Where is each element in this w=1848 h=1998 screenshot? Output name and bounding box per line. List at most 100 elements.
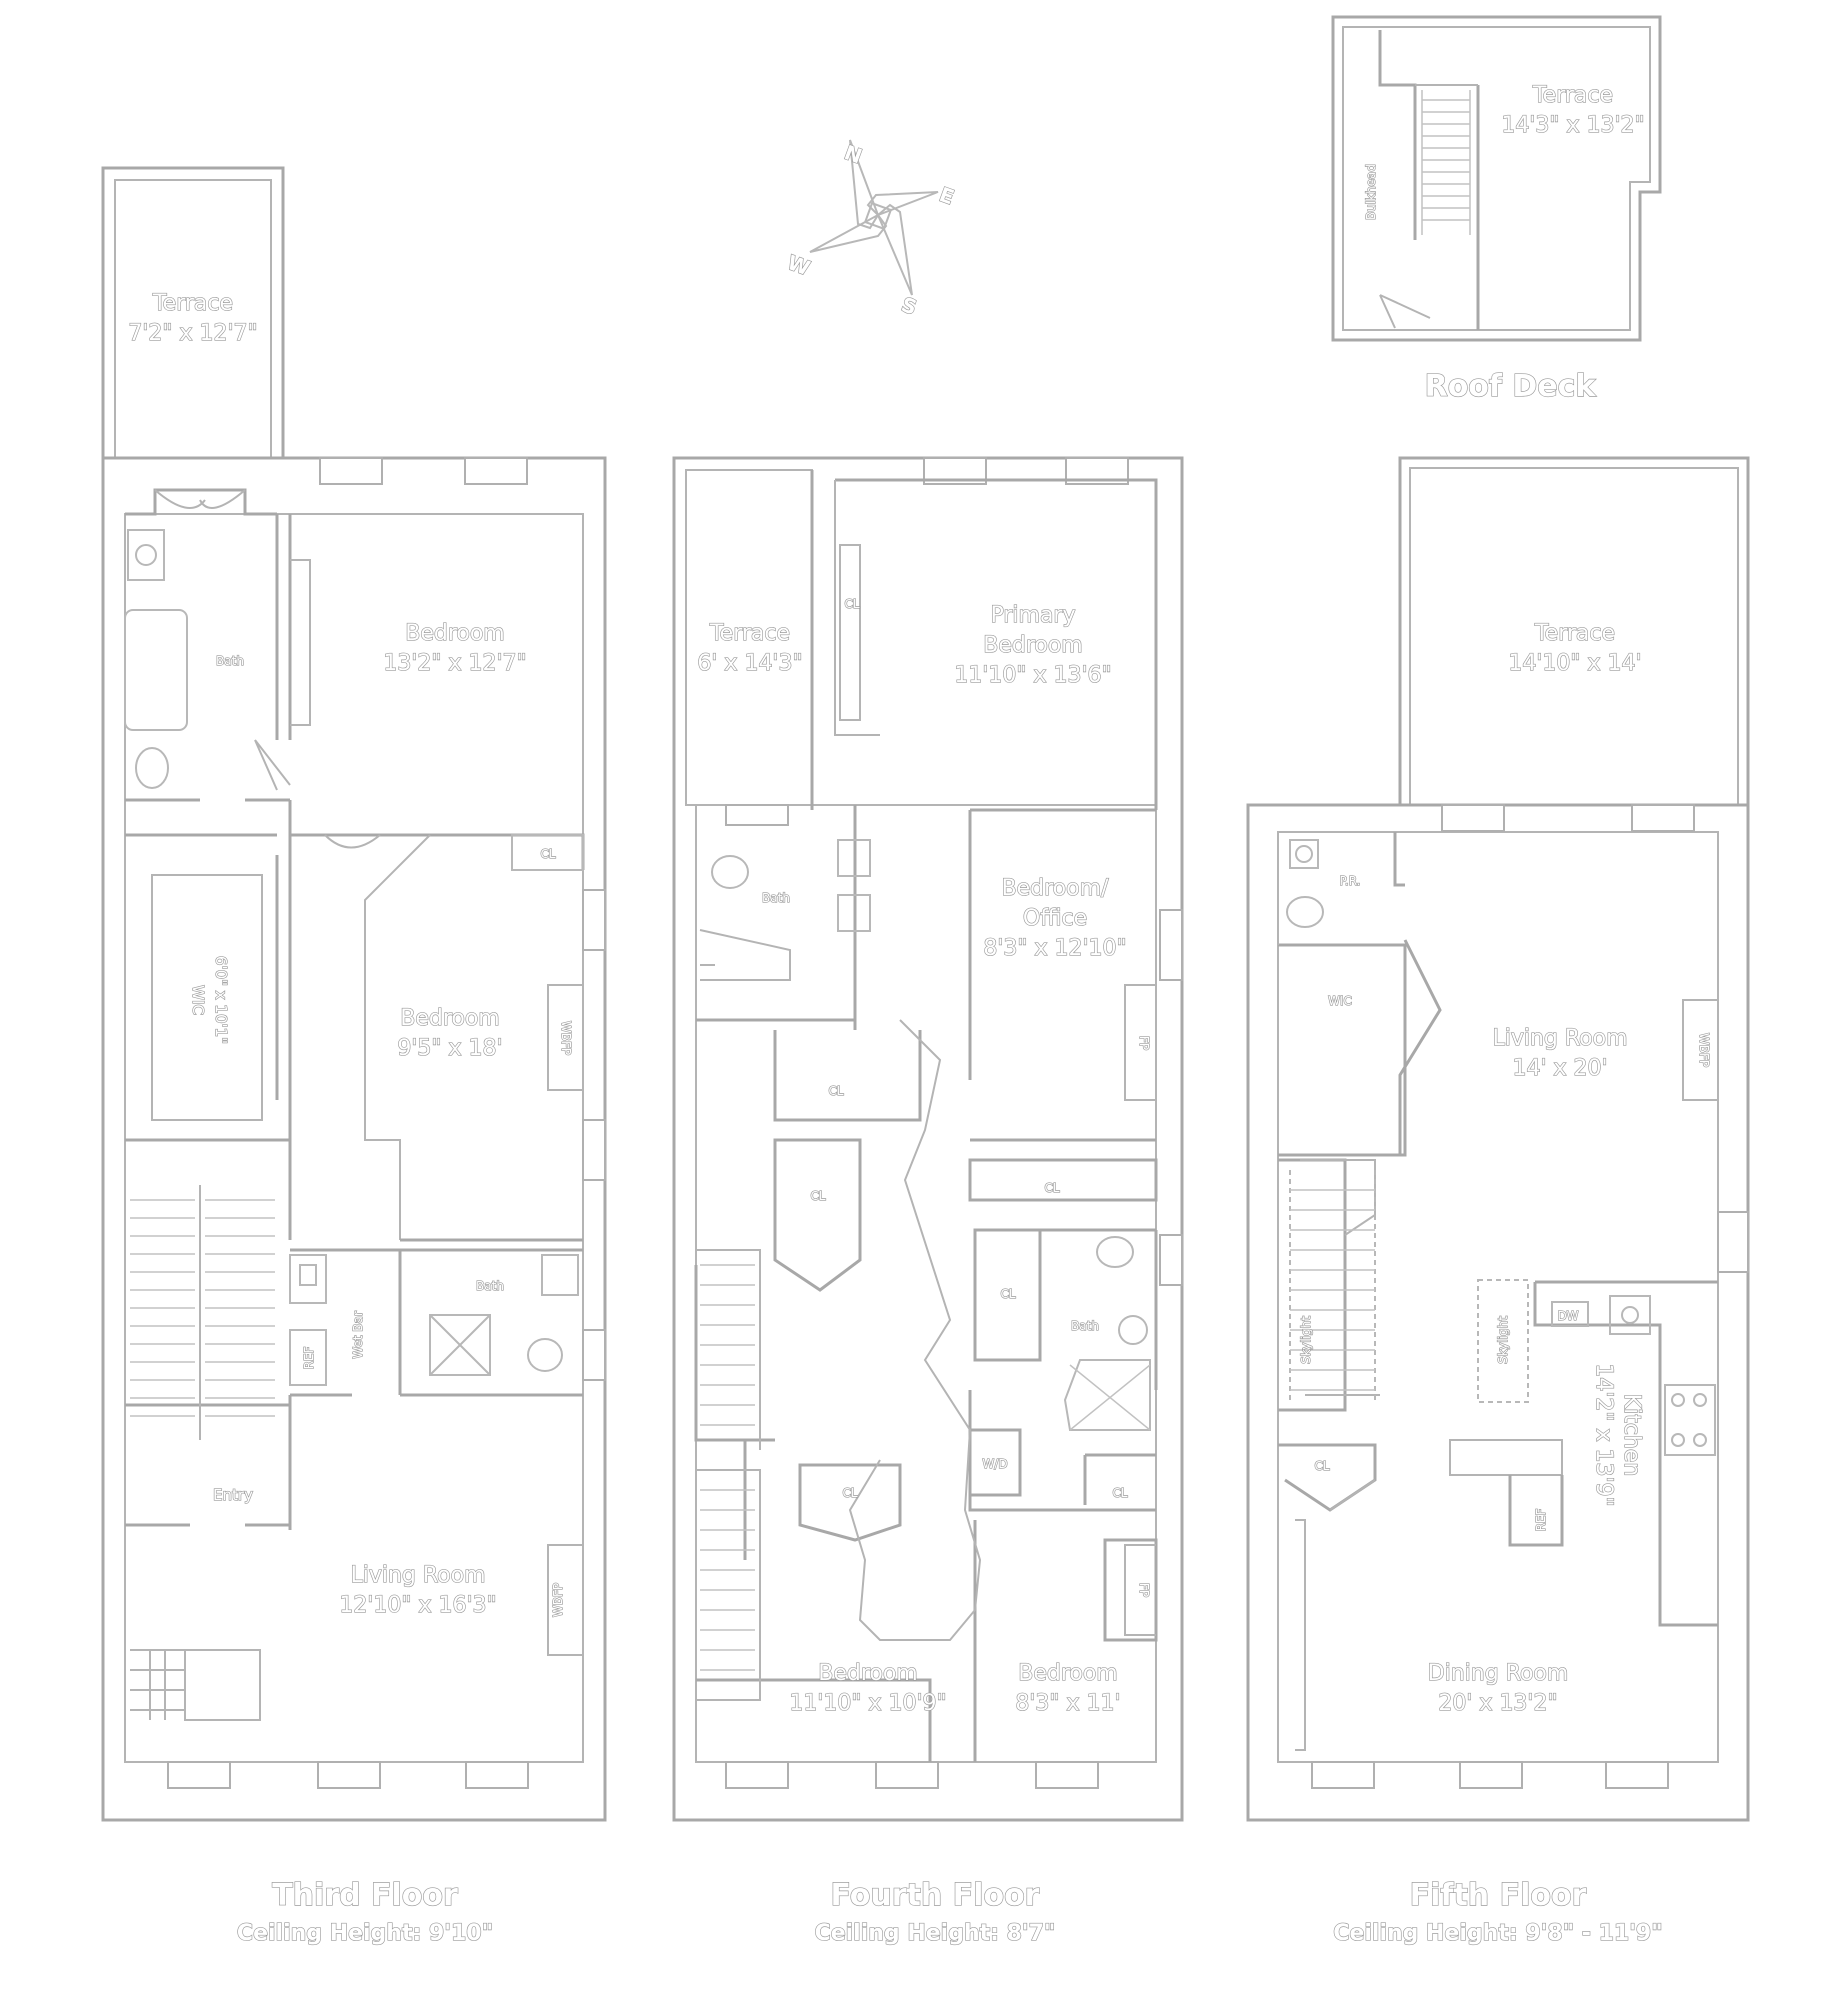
fourth-window-8 [1159, 1234, 1183, 1286]
fourth-bedroom1-label: Bedroom [818, 1661, 918, 1686]
fourth-closet-2: CL [828, 1084, 843, 1098]
fourth-window-5 [875, 1761, 939, 1789]
roof-terrace-label: Terrace [1532, 83, 1613, 108]
fourth-bedroom2-dims: 8'3" x 11' [1015, 1691, 1120, 1716]
fourth-office-label-1: Bedroom/ [1002, 876, 1110, 901]
fifth-floor-ceiling: Ceiling Height: 9'8" - 11'9" [1333, 1921, 1662, 1946]
fourth-stairs [696, 1249, 761, 1701]
third-window-5 [465, 1761, 529, 1789]
third-bath2-shower [429, 1314, 491, 1376]
third-window-8 [582, 1329, 606, 1381]
fourth-bath1-label: Bath [762, 891, 790, 905]
third-window-3 [167, 1761, 231, 1789]
third-bedroom1-label: Bedroom [405, 621, 505, 646]
fourth-floor-title: Fourth Floor [831, 1878, 1040, 1913]
fourth-closet-6: CL [842, 1486, 857, 1500]
fifth-window-5 [1605, 1761, 1669, 1789]
third-bedroom1-dims: 13'2" x 12'7" [383, 651, 526, 676]
third-bedroom2-label: Bedroom [400, 1006, 500, 1031]
fifth-terrace-label: Terrace [1534, 621, 1615, 646]
third-entry-label: Entry [213, 1486, 253, 1504]
third-bath1-label: Bath [216, 654, 244, 668]
fourth-wo-label: W/D [982, 1457, 1007, 1471]
fourth-primary-label-2: Bedroom [983, 633, 1083, 658]
fifth-dining-dims: 20' x 13'2" [1438, 1691, 1557, 1716]
roof-terrace-dims: 14'3" x 13'2" [1501, 113, 1644, 138]
third-closet-label: CL [540, 847, 555, 861]
fifth-pr-label: P.R. [1340, 874, 1361, 888]
fourth-fp-office: FP [1137, 1036, 1151, 1050]
fourth-primary-dims: 11'10" x 13'6" [954, 663, 1111, 688]
fifth-kitchen-sink [1609, 1295, 1651, 1335]
fifth-floor-title: Fifth Floor [1410, 1878, 1587, 1913]
fourth-window-3 [725, 804, 789, 826]
third-floor-title: Third Floor [272, 1878, 458, 1913]
third-terrace-dims: 7'2" x 12'7" [128, 321, 257, 346]
fifth-skylight [1477, 1279, 1529, 1403]
fifth-range [1664, 1384, 1716, 1456]
fourth-window-7 [1159, 909, 1183, 981]
fourth-floor-ceiling: Ceiling Height: 8'7" [815, 1921, 1056, 1946]
third-floor-plan: WIC 6'0" x 10'1" Bath REF Wet Bar Bath C… [101, 166, 607, 1947]
fifth-window-1 [1441, 804, 1505, 832]
fourth-bath1-toilet [711, 855, 749, 889]
compass-n: N [841, 140, 865, 168]
fifth-stairs: Skylight [1289, 1170, 1376, 1400]
third-wetbar-label: Wet Bar [351, 1311, 365, 1359]
fourth-terrace-label: Terrace [709, 621, 790, 646]
third-stairs [130, 1185, 275, 1721]
fifth-window-4 [1459, 1761, 1523, 1789]
fifth-terrace-dims: 14'10" x 14' [1508, 651, 1641, 676]
third-window-4 [317, 1761, 381, 1789]
fourth-primary-label-1: Primary [990, 603, 1075, 628]
fifth-window-2 [1631, 804, 1695, 832]
third-window-6 [582, 889, 606, 951]
third-wic-label: WIC [189, 985, 207, 1015]
compass-rose: N E S W [784, 139, 958, 320]
fifth-window-6 [1717, 1211, 1749, 1273]
third-terrace-label: Terrace [152, 291, 233, 316]
fourth-closet-4: CL [1044, 1181, 1059, 1195]
fifth-dw-label: DW [1557, 1309, 1578, 1323]
fifth-kitchen-label: Kitchen [1619, 1394, 1644, 1477]
third-window-1 [319, 457, 383, 485]
fourth-office-label-2: Office [1023, 906, 1087, 931]
roof-bulkhead-label: Bulkhead [1364, 164, 1378, 220]
fifth-dining-label: Dining Room [1428, 1661, 1569, 1686]
fourth-bath2-toilet [1096, 1236, 1134, 1268]
roof-deck-plan: Terrace 14'3" x 13'2" Bulkhead Roof Deck [1331, 15, 1662, 405]
fifth-living-label: Living Room [1492, 1026, 1627, 1051]
fifth-wic-label: WIC [1328, 994, 1352, 1008]
third-window-7 [582, 1119, 606, 1181]
third-living-dims: 12'10" x 16'3" [339, 1593, 496, 1618]
third-bath1-sink [127, 529, 165, 581]
fifth-refr-label: REF [1534, 1508, 1548, 1531]
fifth-pr-toilet [1286, 896, 1324, 928]
fifth-living-dims: 14' x 20' [1512, 1056, 1607, 1081]
roof-deck-title: Roof Deck [1425, 369, 1597, 404]
fourth-bedroom2-label: Bedroom [1018, 1661, 1118, 1686]
third-bath2-sink [541, 1254, 579, 1296]
compass-w: W [784, 250, 813, 280]
fourth-window-4 [725, 1761, 789, 1789]
third-floor-ceiling: Ceiling Height: 9'10" [237, 1921, 493, 1946]
fifth-floor-plan: Skylight Skylight DW REF WBFP P.R. WIC C… [1246, 456, 1750, 1947]
third-bath1-tub [124, 609, 188, 731]
fourth-bath2-sink [1118, 1315, 1148, 1345]
fourth-closet-7: CL [1112, 1486, 1127, 1500]
fourth-closet-3: CL [810, 1189, 825, 1203]
compass-e: E [936, 182, 957, 209]
third-wic-dims: 6'0" x 10'1" [212, 956, 230, 1044]
third-living-label: Living Room [350, 1563, 485, 1588]
fourth-window-6 [1035, 1761, 1099, 1789]
third-bedroom2-dims: 9'5" x 18' [397, 1036, 502, 1061]
fourth-closet-1: CL [844, 597, 859, 611]
fifth-window-3 [1311, 1761, 1375, 1789]
third-bath2-toilet [527, 1338, 563, 1372]
roof-stairs [1421, 90, 1471, 235]
fourth-bath2-label: Bath [1071, 1319, 1099, 1333]
fifth-closet-label: CL [1314, 1459, 1329, 1473]
fifth-skylight-stairs: Skylight [1299, 1316, 1313, 1364]
